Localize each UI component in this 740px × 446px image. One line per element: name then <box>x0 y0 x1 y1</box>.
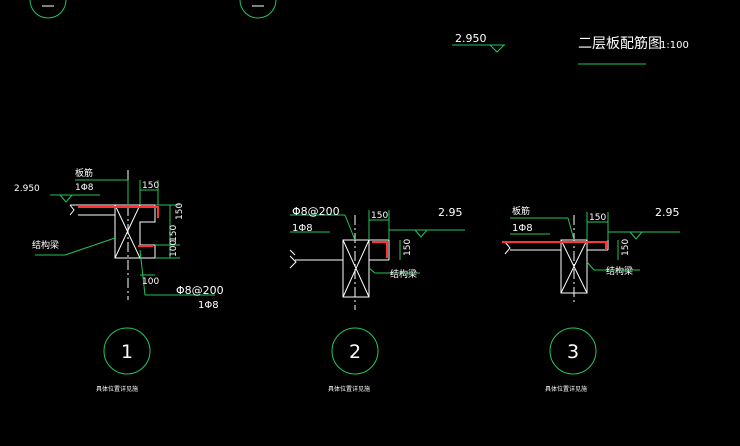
detail-1 <box>35 170 215 300</box>
detail-1-circle <box>103 327 151 375</box>
d3-level: 2.95 <box>655 206 680 219</box>
detail-3-caption: 具体位置详见施 <box>545 385 587 393</box>
detail-captions: 具体位置详见施 具体位置详见施 具体位置详见施 <box>96 385 587 393</box>
level-mark-text: 2.950 <box>455 32 487 45</box>
detail-3-number: 3 <box>567 341 579 363</box>
page-title: 二层板配筋图 <box>578 35 662 52</box>
detail-1-labels: 板筋 1Φ8 2.950 150 150 150 100 100 结构梁 Φ8@… <box>14 167 224 311</box>
detail-1-caption: 具体位置详见施 <box>96 385 138 393</box>
d3-dim-side: 150 <box>621 239 631 256</box>
d3-beam-label: 结构梁 <box>606 265 633 277</box>
detail-3-circle <box>549 327 597 375</box>
d1-stirrup-bar: 1Φ8 <box>198 300 219 311</box>
d2-dim-side: 150 <box>403 239 413 256</box>
detail-2-labels: Φ8@200 1Φ8 150 150 2.95 结构梁 <box>292 205 463 280</box>
d1-bar-label: 1Φ8 <box>75 183 94 193</box>
detail-number-circles: 1 2 3 <box>103 327 597 375</box>
d1-dim-top: 150 <box>142 181 159 191</box>
d2-bar: 1Φ8 <box>292 223 313 234</box>
d1-dim-side1: 150 <box>175 203 185 220</box>
detail-2-caption: 具体位置详见施 <box>328 385 370 393</box>
d2-beam-label: 结构梁 <box>390 268 417 280</box>
d1-beam-label: 结构梁 <box>32 239 59 251</box>
d1-dim-bottom: 100 <box>142 277 159 287</box>
d3-bar: 1Φ8 <box>512 223 533 234</box>
d1-dim-side2: 150 <box>169 225 179 242</box>
d2-level: 2.95 <box>438 206 463 219</box>
d1-dim-side3: 100 <box>169 240 179 257</box>
header: 2.950 二层板配筋图 1:100 <box>452 32 689 65</box>
detail-2-number: 2 <box>349 341 361 363</box>
d1-level: 2.950 <box>14 184 40 194</box>
detail-1-number: 1 <box>121 341 133 363</box>
detail-2 <box>289 210 465 310</box>
detail-3-labels: 板筋 1Φ8 150 150 2.95 结构梁 <box>512 205 680 277</box>
scale-text: 1:100 <box>660 40 689 51</box>
d3-plate-label: 板筋 <box>512 205 530 217</box>
d1-plate-label: 板筋 <box>75 167 93 179</box>
d1-stirrup: Φ8@200 <box>176 284 224 297</box>
detail-3 <box>502 212 680 305</box>
detail-2-circle <box>331 327 379 375</box>
d2-stirrup: Φ8@200 <box>292 205 340 218</box>
top-partial-circles <box>29 0 277 19</box>
d3-dim-top: 150 <box>589 213 606 223</box>
d2-dim-top: 150 <box>371 211 388 221</box>
